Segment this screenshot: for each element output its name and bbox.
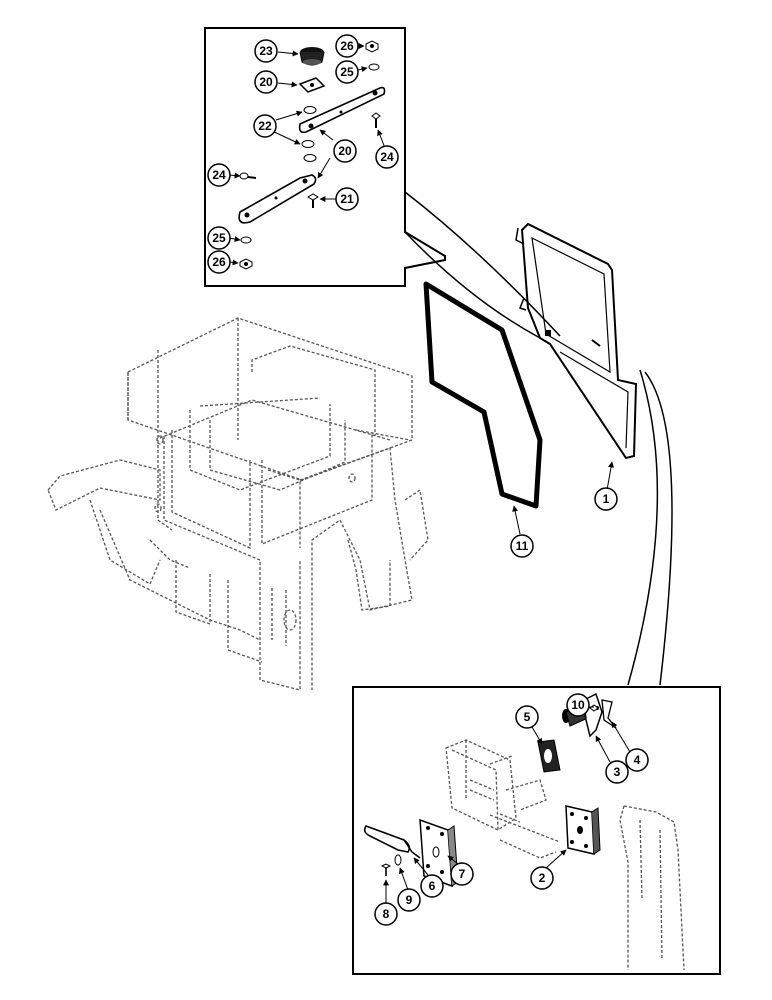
top-inset-panel bbox=[204, 27, 446, 287]
washer-part bbox=[240, 236, 252, 244]
callout-23-label: 23 bbox=[259, 44, 273, 58]
callout-26-label: 26 bbox=[340, 39, 354, 53]
bolt-part bbox=[239, 172, 257, 180]
callout-5: 5 bbox=[515, 705, 539, 729]
glass-panel bbox=[423, 281, 543, 509]
callout-3: 3 bbox=[605, 760, 629, 784]
connector-bottom bbox=[627, 369, 659, 686]
top-inset-frame bbox=[204, 27, 446, 287]
washer-part bbox=[394, 854, 402, 866]
connector-top bbox=[404, 231, 541, 339]
link-bar-upper bbox=[298, 86, 386, 134]
callout-10-label: 10 bbox=[571, 698, 585, 712]
callout-8: 8 bbox=[374, 902, 398, 926]
connector-bottom bbox=[644, 371, 673, 686]
callout-8-label: 8 bbox=[383, 907, 390, 921]
callout-21: 21 bbox=[335, 187, 359, 211]
washer-part bbox=[301, 140, 315, 148]
callout-7-label: 7 bbox=[459, 867, 466, 881]
callout-1: 1 bbox=[594, 487, 618, 511]
callout-20b-label: 20 bbox=[338, 144, 352, 158]
washer-part bbox=[303, 154, 317, 162]
link-bar-lower bbox=[238, 174, 317, 224]
striker-plate-part bbox=[565, 805, 601, 855]
callout-9-label: 9 bbox=[406, 893, 413, 907]
callout-24a-label: 24 bbox=[212, 168, 226, 182]
gasket-part bbox=[537, 739, 561, 773]
callout-4: 4 bbox=[625, 748, 649, 772]
callout-9: 9 bbox=[397, 888, 421, 912]
callout-24: 24 bbox=[375, 145, 399, 169]
callout-labels: 23 26 20 25 22 20 24 24 21 25 26 1 11 10… bbox=[207, 34, 649, 926]
callout-24b-label: 24 bbox=[380, 150, 394, 164]
callout-11-label: 11 bbox=[516, 539, 529, 553]
callout-24: 24 bbox=[207, 163, 231, 187]
callout-23: 23 bbox=[254, 39, 278, 63]
callout-20: 20 bbox=[254, 70, 278, 94]
callout-26b-label: 26 bbox=[212, 255, 226, 269]
callout-7: 7 bbox=[450, 862, 474, 886]
bottom-inset-panel bbox=[352, 686, 721, 975]
callout-20: 20 bbox=[333, 139, 357, 163]
callout-4-label: 4 bbox=[634, 753, 641, 767]
handle-part bbox=[363, 825, 421, 859]
bolt-part bbox=[371, 112, 381, 128]
door-assembly bbox=[404, 191, 673, 686]
callout-1-label: 1 bbox=[603, 492, 610, 506]
callout-25: 25 bbox=[207, 226, 231, 250]
connector-top bbox=[404, 191, 561, 337]
callout-5-label: 5 bbox=[524, 710, 531, 724]
callout-6-label: 6 bbox=[429, 879, 436, 893]
callout-26: 26 bbox=[207, 250, 231, 274]
callout-6: 6 bbox=[420, 874, 444, 898]
washer-part bbox=[368, 63, 380, 71]
nut-part bbox=[239, 258, 253, 270]
callout-22-label: 22 bbox=[258, 119, 272, 133]
screw-part bbox=[380, 863, 392, 876]
callout-20-label: 20 bbox=[259, 75, 273, 89]
leader-lines-bottom bbox=[383, 706, 631, 903]
callout-3-label: 3 bbox=[614, 765, 621, 779]
callout-21-label: 21 bbox=[340, 192, 354, 206]
callout-11: 11 bbox=[510, 534, 534, 558]
knob-part bbox=[299, 47, 325, 66]
bolt-part bbox=[307, 193, 319, 208]
callout-22: 22 bbox=[253, 114, 277, 138]
callout-26: 26 bbox=[335, 34, 359, 58]
callout-2: 2 bbox=[530, 866, 554, 890]
callout-25-label: 25 bbox=[340, 65, 354, 79]
callout-10: 10 bbox=[566, 693, 590, 717]
washer-part bbox=[303, 106, 317, 114]
callout-25b-label: 25 bbox=[212, 231, 226, 245]
callout-25: 25 bbox=[335, 60, 359, 84]
nut-part bbox=[365, 40, 379, 53]
tractor-cab-outline bbox=[47, 317, 429, 691]
bottom-inset-frame bbox=[352, 686, 721, 975]
leader-lines-top bbox=[228, 43, 386, 266]
callout-2-label: 2 bbox=[539, 871, 546, 885]
